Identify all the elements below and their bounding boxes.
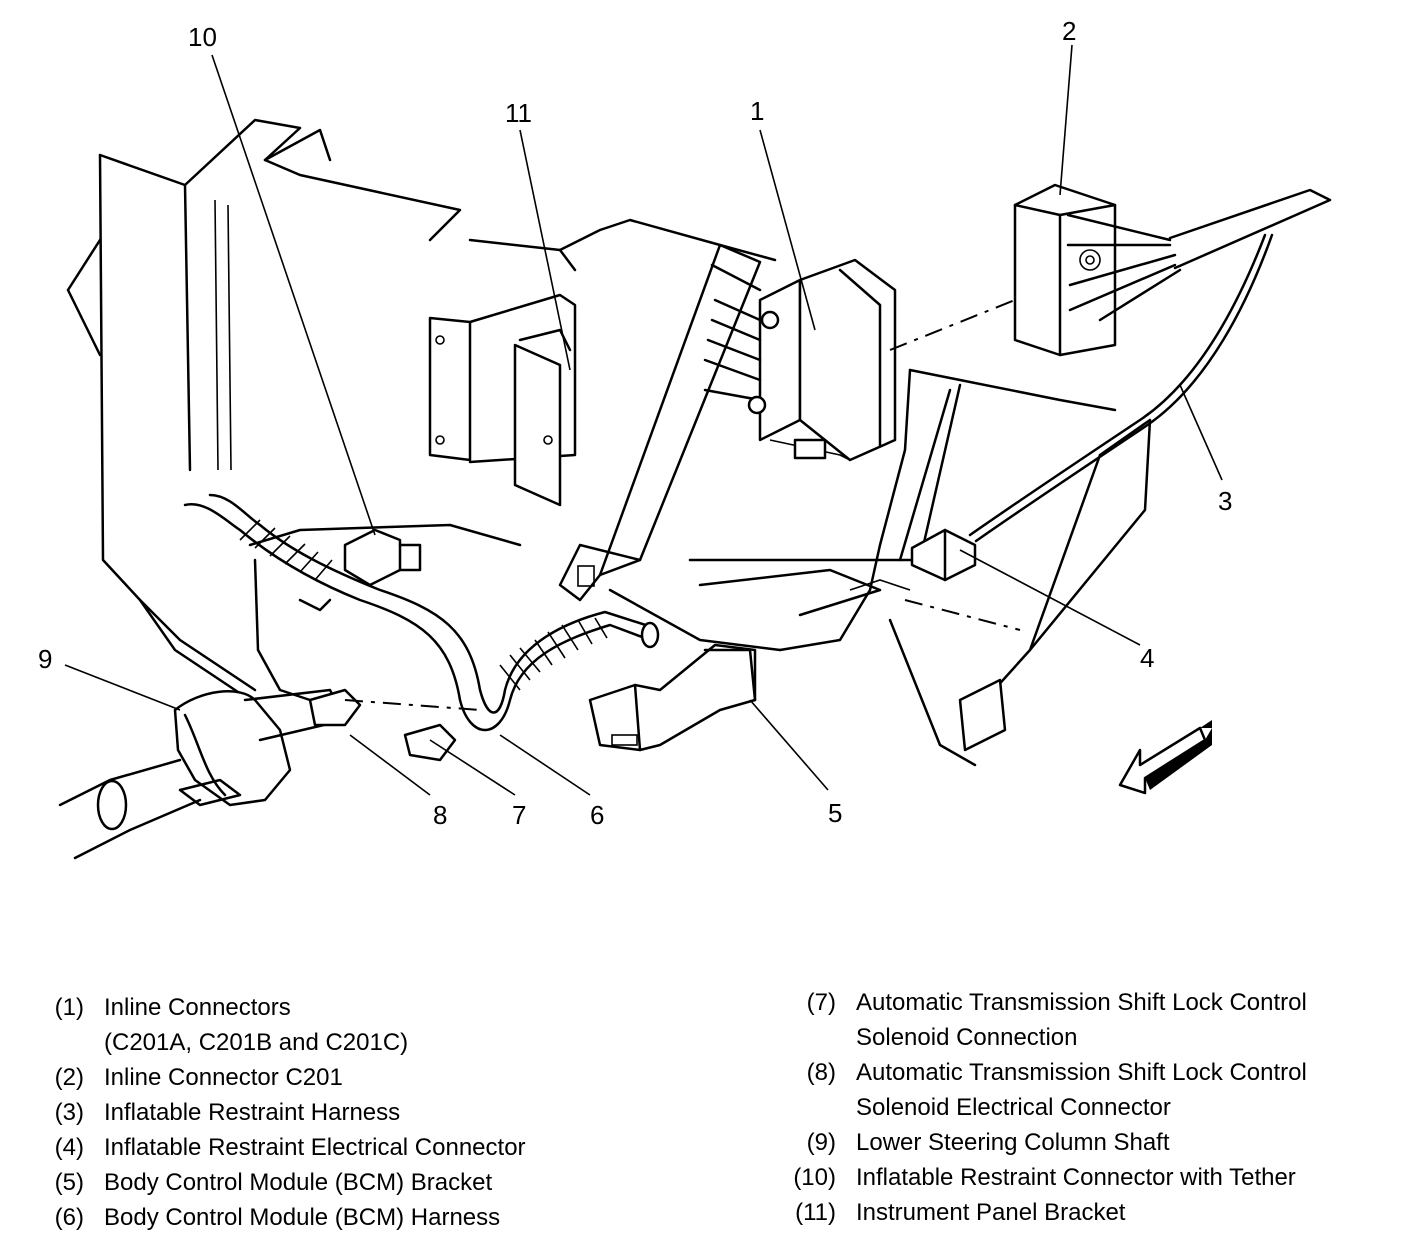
inflatable-restraint-harness [910,233,1274,582]
legend-item-text: Inline Connector C201 [104,1064,343,1091]
legend-item-number: (8) [806,1059,836,1086]
legend-item: (7) Automatic Transmission Shift Lock Con… [786,985,1396,1020]
legend-item-text: Lower Steering Column Shaft [856,1129,1170,1156]
callout-2: 2 [1062,16,1076,46]
callout-10: 10 [188,22,217,52]
legend-left-column: (1) Inline Connectors (C201A, C201B and C2… [48,990,728,1235]
legend-item-text: Automatic Transmission Shift Lock Contro… [856,989,1307,1016]
lower-steering-column-shaft [58,688,347,860]
legend-item-number: (4) [54,1134,84,1161]
legend-item-number [786,1090,836,1125]
inline-connector-c201 [889,183,1332,357]
callout-7: 7 [512,800,526,830]
legend-item-text: Body Control Module (BCM) Bracket [104,1169,493,1196]
legend-item: Solenoid Connection [786,1020,1396,1055]
callout-8: 8 [433,800,447,830]
legend-right-column: (7) Automatic Transmission Shift Lock Con… [786,985,1396,1230]
legend-item-text: Body Control Module (BCM) Harness [104,1204,501,1231]
legend-item-number: (6) [54,1204,84,1231]
legend-item: (6) Body Control Module (BCM) Harness [48,1200,728,1235]
inline-connectors-c201abc [703,258,897,462]
legend-item-number: (11) [795,1199,836,1226]
legend-item-text: Inflatable Restraint Harness [104,1099,401,1126]
legend-item-text: Automatic Transmission Shift Lock Contro… [856,1059,1307,1086]
callout-9: 9 [38,644,52,674]
front-direction-arrow-icon [1118,720,1212,795]
legend-item: (3) Inflatable Restraint Harness [48,1095,728,1130]
legend-item: (11) Instrument Panel Bracket [786,1195,1396,1230]
legend-item: (9) Lower Steering Column Shaft [786,1125,1396,1160]
callout-11: 11 [505,98,532,128]
legend-item: (1) Inline Connectors [48,990,728,1025]
callout-3: 3 [1218,486,1232,516]
legend-item: (4) Inflatable Restraint Electrical Conne… [48,1130,728,1165]
legend-item: (10) Inflatable Restraint Connector with … [786,1160,1396,1195]
legend-item-text: Inflatable Restraint Electrical Connecto… [104,1134,526,1161]
legend-item: (C201A, C201B and C201C) [48,1025,728,1060]
bcm-harness [183,493,660,732]
legend-item-text: Inflatable Restraint Connector with Teth… [856,1164,1296,1191]
legend-item-text: (C201A, C201B and C201C) [104,1029,409,1056]
legend-item-number: (5) [54,1169,84,1196]
legend-item-number: (9) [806,1129,836,1156]
instrument-panel-body [66,118,777,702]
legend-item-number: (1) [54,994,84,1021]
legend-item-number: (10) [793,1164,836,1191]
callout-leader-lines [64,44,1223,796]
callout-numbers: 10 11 1 2 3 4 5 6 7 8 9 [38,16,1232,830]
legend-item: Solenoid Electrical Connector [786,1090,1396,1125]
legend-item-number: (2) [54,1064,84,1091]
legend-item-number: (3) [54,1099,84,1126]
callout-1: 1 [750,96,764,126]
callout-6: 6 [590,800,604,830]
legend-item-text: Solenoid Electrical Connector [856,1094,1171,1121]
center-support-rail [558,243,932,652]
shift-lock-solenoid-connectors [308,688,481,762]
inflatable-restraint-connector-with-tether [343,528,422,587]
legend-item: (2) Inline Connector C201 [48,1060,728,1095]
bcm-bracket [588,643,757,752]
legend-item-text: Solenoid Connection [856,1024,1078,1051]
legend-item-number: (7) [806,989,836,1016]
legend-item-number [786,1020,836,1055]
legend-item: (8) Automatic Transmission Shift Lock Con… [786,1055,1396,1090]
legend-item-text: Inline Connectors [104,994,291,1021]
legend-item: (5) Body Control Module (BCM) Bracket [48,1165,728,1200]
callout-5: 5 [828,798,842,828]
instrument-panel-wiring-diagram: 10 11 1 2 3 4 5 6 7 8 9 [38,16,1332,860]
instrument-panel-bracket [428,293,577,507]
floor-pan [698,368,1152,767]
callout-4: 4 [1140,643,1154,673]
legend-item-number [48,1025,84,1060]
legend-item-text: Instrument Panel Bracket [856,1199,1126,1226]
